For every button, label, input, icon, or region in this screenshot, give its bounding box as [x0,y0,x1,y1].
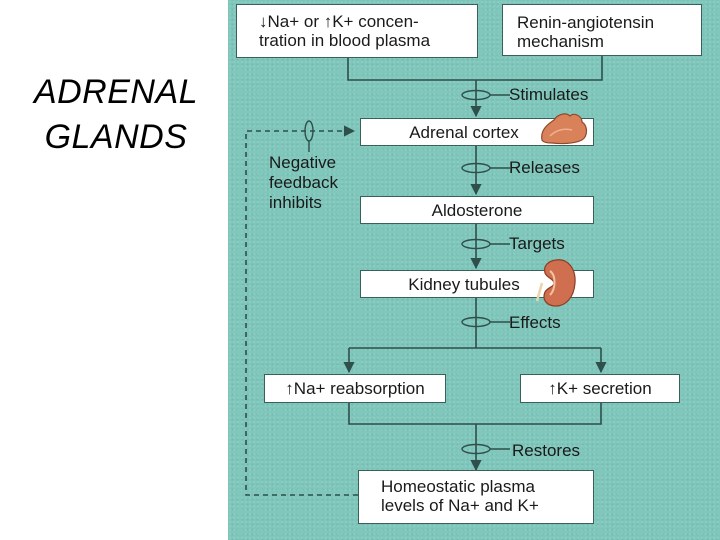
aldosterone-label: Aldosterone [431,200,523,220]
connector-merge-right [476,403,602,425]
inhibition-symbol-icon [304,120,314,152]
connector-top-right [476,56,603,81]
adrenal-cortex-label: Adrenal cortex [409,122,519,142]
label-releases: Releases [509,158,580,177]
renin-angiotensin-line-1: Renin-angiotensin [517,13,655,32]
label-targets: Targets [509,234,565,253]
k-secretion-box: ↑K+ secretion [520,374,680,403]
na-reabsorption-label: ↑Na+ reabsorption [285,379,425,398]
diagram-connectors [245,56,607,496]
kidney-tubules-label: Kidney tubules [408,274,520,294]
connector-top-left [347,58,476,81]
k-secretion-label: ↑K+ secretion [548,379,652,398]
na-k-concentration-line-2: tration in blood plasma [259,31,431,50]
slide-title-line-2: GLANDS [44,118,188,156]
homeostatic-line-2: levels of Na+ and K+ [381,496,539,515]
kidney-icon [536,259,576,307]
negative-feedback-loop [245,125,358,496]
slide-title: ADRENAL GLANDS [8,70,224,160]
aldosterone-box: Aldosterone [360,196,594,224]
na-k-concentration-line-1: ↓Na+ or ↑K+ concen- [259,12,419,31]
label-restores: Restores [512,441,581,460]
homeostatic-line-1: Homeostatic plasma [381,477,536,496]
label-negative-feedback: Negative feedback inhibits [269,153,338,212]
label-stimulates: Stimulates [509,85,589,104]
homeostatic-levels-box: Homeostatic plasma levels of Na+ and K+ [358,470,594,524]
slide-title-line-1: ADRENAL [33,73,199,111]
na-k-concentration-box: ↓Na+ or ↑K+ concen- tration in blood pla… [236,4,478,58]
label-effects: Effects [509,313,561,332]
adrenal-gland-icon [541,113,588,145]
renin-angiotensin-line-2: mechanism [517,32,604,51]
na-reabsorption-box: ↑Na+ reabsorption [264,374,446,403]
connector-merge-left [348,403,476,425]
renin-angiotensin-box: Renin-angiotensin mechanism [502,4,702,56]
diagram-panel: ↓Na+ or ↑K+ concen- tration in blood pla… [228,0,720,540]
